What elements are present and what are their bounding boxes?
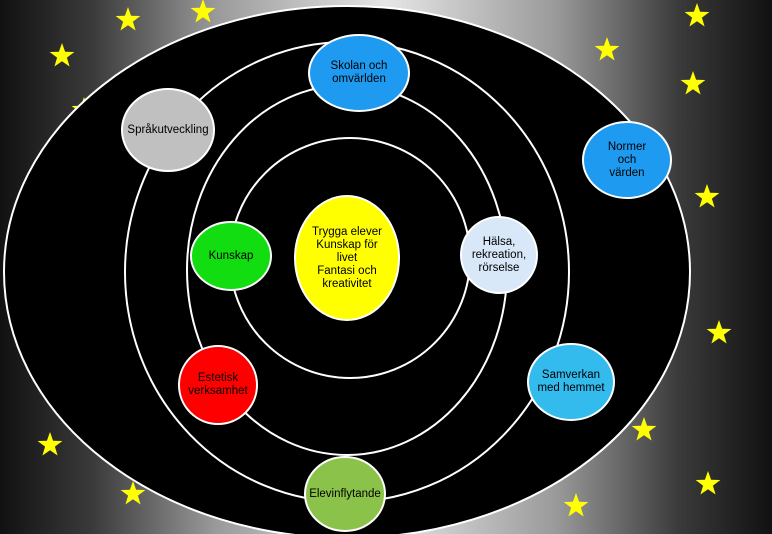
node-samverkan-circle [527, 343, 615, 421]
star-icon [49, 43, 75, 67]
node-normer-circle [582, 121, 672, 199]
star-icon [695, 471, 721, 495]
center-node-circle [294, 195, 400, 321]
node-elevinfly-circle [304, 456, 386, 532]
star-icon [115, 7, 141, 31]
node-estetisk-circle [178, 345, 258, 425]
star-icon [680, 71, 706, 95]
star-icon [594, 37, 620, 61]
star-icon [120, 481, 146, 505]
node-sprak-circle [121, 88, 215, 172]
star-icon [694, 184, 720, 208]
node-skolan-circle [308, 34, 410, 112]
star-icon [706, 320, 732, 344]
star-icon [631, 417, 657, 441]
star-icon [190, 0, 216, 23]
node-halsa-circle [460, 216, 538, 294]
node-circles [121, 34, 672, 532]
star-icon [563, 493, 589, 517]
star-icon [684, 3, 710, 27]
node-kunskap-circle [190, 221, 272, 291]
star-icon [37, 432, 63, 456]
